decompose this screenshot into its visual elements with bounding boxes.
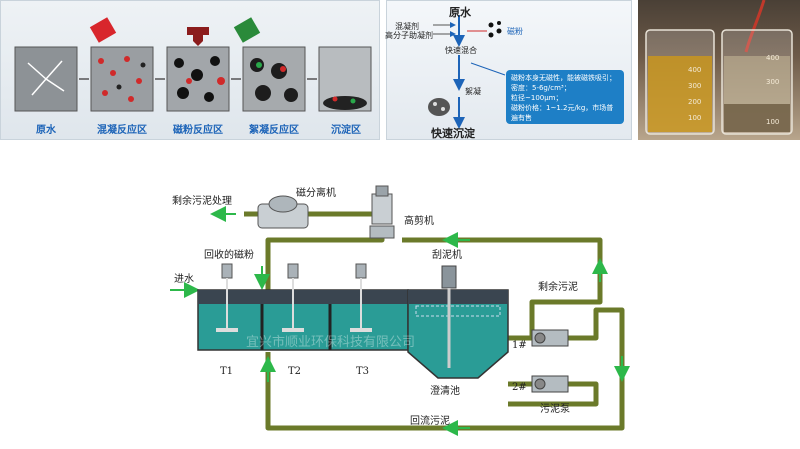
sludge-pump-label: 污泥泵 bbox=[540, 402, 570, 415]
zone-label-raw-water: 原水 bbox=[36, 125, 56, 136]
magnetic-powder-info-box: 磁粉本身无磁性，能被磁铁吸引； 密度：5-6g/cm³； 粒径~100μm； 磁… bbox=[506, 70, 624, 124]
beaker-right-mark: 400 bbox=[766, 54, 779, 62]
tank-raw-water bbox=[14, 46, 78, 112]
mixer-t2 bbox=[282, 263, 304, 332]
beaker-right-mark: 300 bbox=[766, 78, 779, 86]
high-shear-label: 高剪机 bbox=[404, 214, 434, 227]
magnetic-separator-label: 磁分离机 bbox=[296, 186, 336, 199]
zone-label-coagulation: 混凝反应区 bbox=[97, 125, 147, 136]
info-line: 密度：5-6g/cm³； bbox=[511, 84, 571, 92]
scraper-label: 刮泥机 bbox=[432, 248, 462, 261]
high-shear-machine bbox=[369, 185, 395, 239]
magnetic-powder-dot-icon bbox=[488, 22, 494, 28]
info-line: 遍有售 bbox=[511, 114, 532, 122]
flocculation-label: 絮凝 bbox=[465, 87, 481, 96]
beaker-left-mark: 400 bbox=[688, 66, 701, 74]
fast-settling-label: 快速沉淀 bbox=[431, 127, 475, 140]
pump-1-label: 1# bbox=[512, 340, 527, 351]
return-sludge-label: 回流污泥 bbox=[410, 414, 450, 427]
process-zone-panel: 原水 混凝反应区 磁粉反应区 絮凝反应区 沉淀区 bbox=[0, 0, 380, 140]
zone-label-flocculation: 絮凝反应区 bbox=[249, 125, 299, 136]
flocculant-label: 高分子助凝剂 bbox=[385, 31, 433, 40]
floc-cluster-icon bbox=[428, 98, 450, 116]
beaker-illustration: 400 300 200 100 400 300 100 bbox=[645, 0, 793, 135]
process-flow-diagram: 宜兴市顺业环保科技有限公司 剩余污泥处理 磁分离机 高剪机 回收的磁粉 进水 刮… bbox=[170, 185, 630, 436]
tank-t2-label: T2 bbox=[288, 366, 301, 377]
info-line: 磁粉本身无磁性，能被磁铁吸引； bbox=[511, 74, 616, 82]
magnetic-separator bbox=[257, 195, 309, 229]
sludge-pump-2 bbox=[531, 375, 569, 393]
beaker-left-mark: 200 bbox=[688, 98, 701, 106]
tank-flocculation bbox=[233, 17, 306, 112]
zone-label-magnetic-powder: 磁粉反应区 bbox=[173, 125, 223, 136]
zone-label-sedimentation: 沉淀区 bbox=[331, 125, 361, 136]
excess-sludge-label: 剩余污泥 bbox=[538, 280, 578, 293]
pump-2-label: 2# bbox=[512, 382, 527, 393]
mixer-t1 bbox=[216, 263, 238, 332]
beaker-photo: 400 300 200 100 400 300 100 bbox=[638, 0, 800, 140]
tank-magnetic-powder bbox=[166, 27, 230, 112]
mechanism-flow-arrows bbox=[428, 15, 506, 129]
mechanism-raw-water: 原水 bbox=[449, 6, 471, 19]
tank-sedimentation bbox=[318, 46, 372, 112]
fast-mixing-label: 快速混合 bbox=[445, 46, 477, 55]
tank-t1-label: T1 bbox=[220, 366, 233, 377]
magnetic-powder-label: 磁粉 bbox=[507, 27, 523, 36]
inlet-label: 进水 bbox=[174, 273, 194, 285]
reaction-tanks bbox=[197, 263, 409, 351]
tank-coagulation bbox=[89, 17, 154, 112]
info-line: 磁粉价格：1~1.2元/kg，市场普 bbox=[511, 104, 614, 112]
coagulant-label: 混凝剂 bbox=[395, 22, 419, 31]
process-zone-illustration bbox=[14, 17, 372, 112]
tank-t3-label: T3 bbox=[356, 366, 369, 377]
sludge-pump-1 bbox=[531, 329, 569, 347]
recovered-powder-label: 回收的磁粉 bbox=[204, 248, 254, 261]
sludge-treatment-label: 剩余污泥处理 bbox=[172, 194, 232, 207]
clarifier-label: 澄清池 bbox=[430, 384, 460, 397]
mixer-t3 bbox=[350, 263, 372, 332]
company-watermark: 宜兴市顺业环保科技有限公司 bbox=[246, 334, 415, 350]
clarifier-tank bbox=[407, 265, 509, 379]
flow-arrows bbox=[170, 206, 630, 436]
beaker-left-mark: 100 bbox=[688, 114, 701, 122]
info-line: 粒径~100μm； bbox=[511, 94, 563, 102]
beaker-right-mark: 100 bbox=[766, 118, 779, 126]
beaker-left-mark: 300 bbox=[688, 82, 701, 90]
